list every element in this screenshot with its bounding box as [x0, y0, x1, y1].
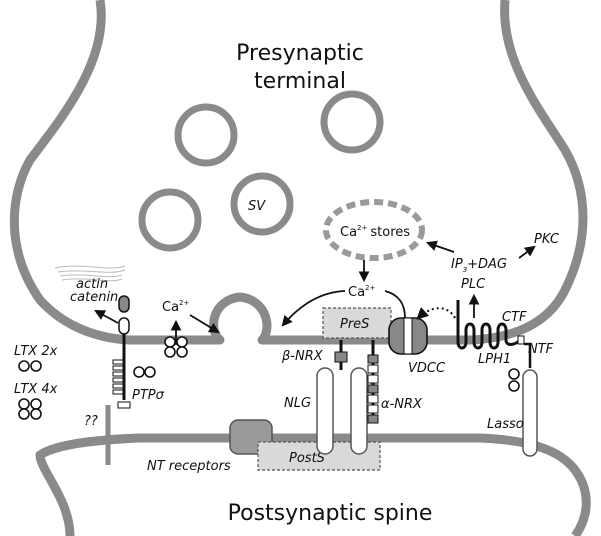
alpha-nrx-label: α-NRX [381, 397, 423, 412]
synaptic-vesicle [230, 172, 294, 236]
synaptic-vesicle [320, 90, 384, 154]
ca-stores-label: Ca2+stores [340, 224, 410, 240]
arrow-to-actin [94, 309, 119, 324]
ntf-label: NTF [528, 342, 554, 357]
ltx2-icon [18, 360, 42, 372]
synaptic-vesicle [174, 103, 238, 167]
pkc-label: PKC [534, 232, 560, 247]
ctf-label: CTF [502, 310, 527, 325]
ltx-tetramer-channel [164, 336, 188, 358]
postsynaptic-title: Postsynaptic spine [228, 501, 433, 526]
alpha-nrx [367, 340, 379, 424]
nlg-left [316, 367, 334, 455]
ca-left-label: Ca2+ [162, 299, 190, 315]
arrow-ca-right [384, 290, 406, 319]
beta-nrx [334, 340, 348, 370]
vdcc-label: VDCC [408, 361, 446, 376]
presynaptic-membrane [9, 0, 588, 345]
lasso [522, 369, 538, 457]
presynaptic-title: Presynaptic [236, 41, 364, 66]
pres-box [322, 307, 392, 339]
posts-label: PostS [289, 451, 325, 466]
ip3-dag-label: IP3+DAG [451, 257, 507, 274]
ptp-label: PTPσ [132, 388, 165, 403]
ltx-on-lph1 [508, 368, 520, 392]
lph1-receptor [456, 300, 522, 350]
arrow-dag-to-pkc [518, 245, 536, 259]
lasso-label: Lasso [487, 417, 524, 432]
vdcc [388, 317, 428, 355]
ltx4-label: LTX 4x [14, 382, 58, 397]
catenin-label: catenin [70, 290, 118, 305]
unknown-label: ?? [84, 414, 98, 429]
nlg-label: NLG [284, 396, 311, 411]
arrow-ca-left [281, 290, 346, 327]
plc-label: PLC [461, 277, 486, 292]
nlg-right [350, 367, 368, 455]
actin-label: actin [76, 277, 108, 292]
ltx4-icon [18, 398, 42, 420]
ca-center-label: Ca2+ [348, 284, 376, 300]
ptp-sigma [112, 295, 156, 409]
sv-label: SV [248, 199, 266, 214]
ca-stores [323, 199, 425, 261]
presynaptic-title-2: terminal [254, 69, 346, 94]
lph1-label: LPH1 [478, 352, 511, 367]
lph1-tag [517, 335, 525, 345]
arrow-ca-right-lower [189, 314, 220, 334]
ltx2-label: LTX 2x [14, 344, 58, 359]
arrow-ip3-to-stores [425, 240, 455, 253]
dotted-arrow-vdcc [416, 307, 456, 320]
synaptic-vesicle [138, 188, 202, 252]
postsynaptic-membrane [35, 433, 591, 536]
nt-receptors-label: NT receptors [147, 459, 231, 474]
ntf-tail [524, 342, 532, 368]
pres-label: PreS [340, 317, 369, 332]
actin-filaments [54, 265, 126, 282]
beta-nrx-label: β-NRX [281, 349, 324, 364]
